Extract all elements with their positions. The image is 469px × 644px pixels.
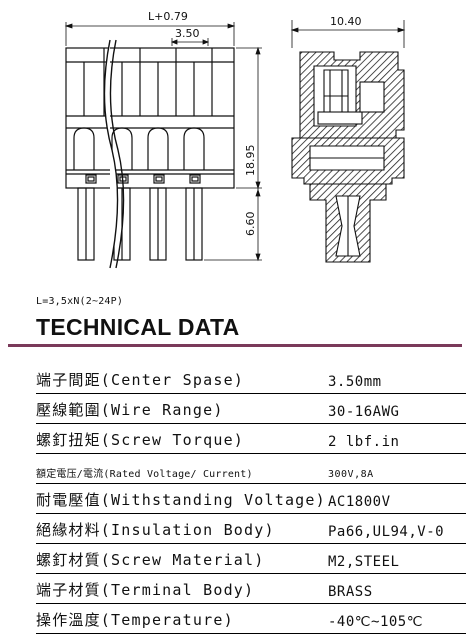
spec-label: 操作溫度(Temperature) (36, 611, 234, 629)
spec-label: 螺釘材質(Screw Material) (36, 551, 265, 569)
spec-table: 端子間距(Center Spase) 3.50mm 壓線範圍(Wire Rang… (36, 364, 466, 634)
dim-pitch-label: 3.50 (175, 27, 200, 40)
spec-value: M2,STEEL (328, 554, 400, 570)
spec-value: 3.50mm (328, 374, 382, 390)
spec-label: 絕緣材料(Insulation Body) (36, 521, 275, 539)
dim-height-label: 18.95 (244, 145, 257, 177)
spec-row-rated-voltage: 額定電压/電流(Rated Voltage/ Current) 300V,8A (36, 454, 466, 484)
spec-label: 壓線範圍(Wire Range) (36, 401, 224, 419)
spec-value: Pa66,UL94,V-0 (328, 524, 445, 540)
spec-label: 端子材質(Terminal Body) (36, 581, 255, 599)
spec-label: 額定電压/電流(Rated Voltage/ Current) (36, 469, 253, 480)
spec-row-terminal-body: 端子材質(Terminal Body) BRASS (36, 574, 466, 604)
spec-row-insulation: 絕緣材料(Insulation Body) Pa66,UL94,V-0 (36, 514, 466, 544)
spec-value: AC1800V (328, 494, 391, 510)
dim-length-label: L+0.79 (148, 10, 188, 23)
spec-label: 耐電壓值(Withstanding Voltage) (36, 491, 326, 509)
spec-value: -40℃~105℃ (328, 614, 423, 630)
side-dimensions (290, 20, 406, 48)
front-view (65, 39, 235, 269)
spec-label: 螺釘扭矩(Screw Torque) (36, 431, 245, 449)
spec-row-temperature: 操作溫度(Temperature) -40℃~105℃ (36, 604, 466, 634)
page-title: TECHNICAL DATA (36, 314, 240, 340)
spec-value: 2 lbf.in (328, 434, 400, 450)
spec-row-wire-range: 壓線範圍(Wire Range) 30-16AWG (36, 394, 466, 424)
spec-value: 300V,8A (328, 469, 374, 480)
spec-label: 端子間距(Center Spase) (36, 371, 245, 389)
front-dimensions (64, 22, 262, 262)
dim-width-label: 10.40 (330, 15, 362, 28)
spec-value: BRASS (328, 584, 373, 600)
spec-row-center-spacing: 端子間距(Center Spase) 3.50mm (36, 364, 466, 394)
spec-value: 30-16AWG (328, 404, 400, 420)
spec-row-withstanding-voltage: 耐電壓值(Withstanding Voltage) AC1800V (36, 484, 466, 514)
spec-row-screw-torque: 螺釘扭矩(Screw Torque) 2 lbf.in (36, 424, 466, 454)
side-section-view (291, 51, 405, 263)
spec-row-screw-material: 螺釘材質(Screw Material) M2,STEEL (36, 544, 466, 574)
connector-technical-drawing: L+0.79 3.50 18.95 6.60 10.40 (64, 10, 406, 269)
title-divider (8, 344, 462, 347)
pitch-formula: L=3,5xN(2~24P) (36, 296, 124, 307)
dim-pin-label: 6.60 (244, 212, 257, 237)
